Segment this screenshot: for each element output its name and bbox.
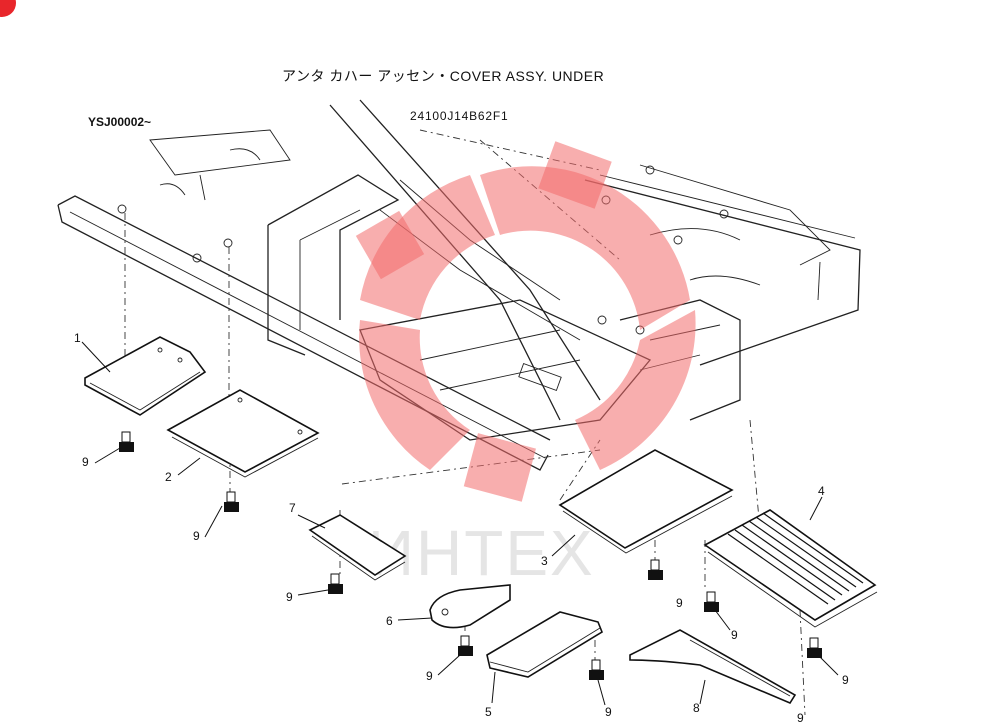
callout-bolt-7: 9 — [731, 628, 738, 642]
callout-part-2: 2 — [165, 470, 172, 484]
cover-part-6[interactable] — [429, 584, 511, 629]
diagram-title: アンタ カハー アッセン・COVER ASSY. UNDER — [282, 68, 604, 84]
cover-part-8[interactable] — [629, 629, 797, 705]
drawing-code: 24100J14B62F1 — [410, 109, 508, 123]
callout-part-6: 6 — [386, 614, 393, 628]
bolt-6[interactable] — [648, 559, 663, 580]
callout-part-3: 3 — [541, 554, 548, 568]
bolt-3[interactable] — [328, 573, 343, 594]
callout-part-4: 4 — [818, 484, 825, 498]
bolt-2[interactable] — [224, 491, 239, 512]
callout-bolt-4: 9 — [426, 669, 433, 683]
leader-lines — [81, 341, 839, 706]
cover-part-7[interactable] — [308, 514, 407, 581]
cover-part-3[interactable] — [558, 449, 734, 554]
cover-part-5[interactable] — [486, 611, 603, 678]
bolt-8[interactable] — [807, 637, 822, 658]
watermark-logo — [355, 141, 696, 502]
callout-bolt-2: 9 — [193, 529, 200, 543]
bolt-1[interactable] — [119, 431, 134, 452]
serial-range: YSJ00002~ — [88, 115, 151, 129]
callout-part-8: 8 — [693, 701, 700, 715]
cover-part-4-grille[interactable] — [703, 509, 878, 628]
callout-bolt-9: 9 — [797, 711, 804, 725]
bolt-7[interactable] — [704, 591, 719, 612]
callout-part-1: 1 — [74, 331, 81, 345]
callout-part-7: 7 — [289, 501, 296, 515]
callout-bolt-8: 9 — [842, 673, 849, 687]
bolt-5[interactable] — [589, 659, 604, 680]
callout-bolt-1: 9 — [82, 455, 89, 469]
watermark-text: ИНТЕХ — [368, 517, 595, 589]
corner-badge — [0, 0, 16, 17]
callout-bolt-3: 9 — [286, 590, 293, 604]
bolt-4[interactable] — [458, 635, 473, 656]
cover-part-1[interactable] — [84, 336, 207, 416]
callout-part-5: 5 — [485, 705, 492, 719]
cover-part-2[interactable] — [166, 389, 320, 478]
callout-bolt-6: 9 — [676, 596, 683, 610]
callout-bolt-5: 9 — [605, 705, 612, 719]
